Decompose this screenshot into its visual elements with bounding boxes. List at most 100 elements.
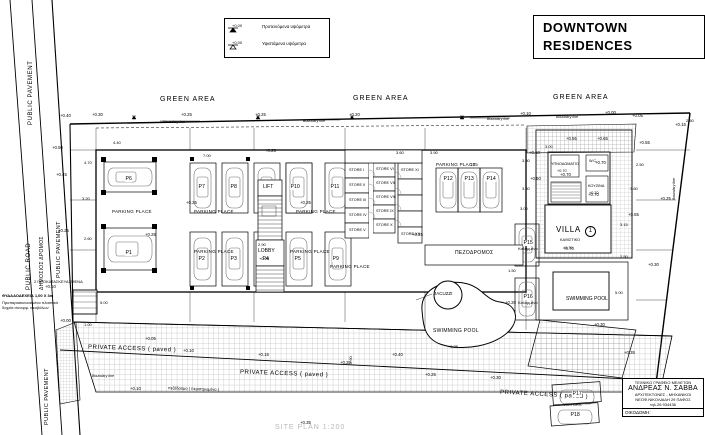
- elevation-inner-4: +0.25: [412, 232, 423, 237]
- elevation-bottom-5: +0.30: [490, 375, 501, 380]
- dimension-16: 1.75: [470, 162, 478, 167]
- elevation-bottom-3: +0.20: [340, 360, 351, 365]
- villa-room-2-elev: +0.70: [563, 246, 573, 250]
- elevation-right-4: +0.55: [628, 212, 639, 217]
- elevation-bottom-0: +0.05: [145, 336, 156, 341]
- elevation-right-5: +0.30: [648, 262, 659, 267]
- villa-pool: [535, 261, 629, 321]
- elevation-inner-10: +0.20: [505, 300, 516, 305]
- titleblock-line1: ΤΕΧΝΙΚΟ ΓΡΑΦΕΙΟ ΜΕΛΕΤΩΝ: [634, 380, 692, 385]
- elevation-top-1: +0.30: [92, 112, 103, 117]
- boundary-line-label-0: Boundary line: [163, 120, 185, 124]
- dimension-10: 3.15: [620, 222, 628, 227]
- titleblock-line3: ΑΡΧΙΤΕΚΤΟΝΕΣ - ΜΗΧΑΝΙΚΟΙ: [634, 392, 692, 397]
- store-label-6: STORE VII: [376, 181, 395, 185]
- column-marks: [101, 157, 250, 290]
- parking-stall-P4: P4: [262, 256, 270, 262]
- elevation-left-2: +0.25: [58, 228, 69, 233]
- parking-place-label-3: PARKING PLACE: [194, 249, 234, 254]
- lobby-label: LOBBY: [258, 248, 275, 254]
- parking-stall-P16: P16: [523, 294, 534, 300]
- sheet-note: SITE PLAN 1:200: [275, 424, 346, 431]
- page-title: DOWNTOWN RESIDENCES: [543, 20, 633, 53]
- green-area-label-1: GREEN AREA: [353, 95, 409, 102]
- legend-value-1: +0.00: [232, 40, 243, 45]
- visitors-label: VISITORS: [563, 402, 582, 407]
- legend-label-0: Προτεινόμενα υψόμετρα: [262, 24, 311, 29]
- titleblock-line2: ΑΝΔΡΕΑΣ Ν. ΣΑΒΒΑ: [628, 385, 698, 392]
- dimension-2: 7.00: [203, 153, 211, 158]
- elevation-bottom-6: +0.10: [130, 386, 141, 391]
- elevation-right-6: +0.35: [624, 350, 635, 355]
- parking-stall-P8: P8: [230, 184, 238, 190]
- elevation-inner-1: +0.25: [186, 200, 197, 205]
- store-label-8: STORE IX: [376, 209, 394, 213]
- elevation-left-3: +0.10: [45, 284, 56, 289]
- elevation-bottom-4: +0.25: [425, 372, 436, 377]
- dimension-1: 4.70: [84, 160, 92, 165]
- stair-treads: [256, 199, 284, 291]
- dimension-8: 3.60: [630, 186, 638, 191]
- dimension-18: 5.00: [100, 300, 108, 305]
- parking-place-label-6: PARKING PLACE: [436, 162, 476, 167]
- villa-room-3-name: W.C.: [589, 159, 598, 163]
- dimension-12: 1.00: [84, 322, 92, 327]
- parking-stall-P2: P2: [198, 256, 206, 262]
- store-doors: [368, 169, 402, 227]
- parking-place-label-5: PARKING PLACE: [330, 264, 370, 269]
- titleblock-line4: ΝΕΟΦ.ΝΙΚΟΛΑΙΔΗ 29 ΠΑΦΟΣ: [635, 397, 691, 402]
- store-label-11: STORE XII: [401, 232, 420, 236]
- elevation-inner-6: +0.70: [588, 192, 599, 197]
- dimension-20: 3.90: [430, 150, 438, 155]
- parking-place-label-4: PARKING PLACE: [290, 249, 330, 254]
- precast-note-2: 2 ΠΡΟΚΑΤΑΣΚΕΥΑΣΜΕΝΑ: [34, 279, 83, 284]
- legend-value-0: +0.00: [232, 23, 243, 28]
- villa-text: VILLA: [556, 225, 581, 234]
- dimension-6: 3.50: [522, 186, 530, 191]
- elevation-top-4: +0.20: [349, 112, 360, 117]
- elevation-inner-3: +0.25: [300, 200, 311, 205]
- elevation-right-9: +0.50: [529, 150, 540, 155]
- parking-stall-P1: P1: [125, 250, 133, 256]
- elevation-left-1: +0.45: [56, 172, 67, 177]
- parking-stall-P9: P9: [332, 256, 340, 262]
- dimension-21: 2.50: [686, 118, 694, 123]
- villa-number-badge: 1: [585, 226, 597, 237]
- stores-block: [344, 149, 423, 244]
- elevation-right-8: +0.65: [597, 136, 608, 141]
- elevation-top-0: +0.40: [60, 113, 71, 118]
- parking-place-label-0: PARKING PLACE: [112, 209, 152, 214]
- parking-stall-P11: P11: [330, 184, 340, 190]
- elevation-inner-0: +0.25: [145, 232, 156, 237]
- parking-stall-P14: P14: [486, 176, 497, 182]
- elevation-bottom-7: +0.40: [392, 352, 403, 357]
- villa-room-2-name: ΚΑΘΙΣΤΙΚΟ: [560, 238, 581, 242]
- elevation-bottom-8: +0.35: [300, 420, 311, 425]
- green-area-strip: [95, 124, 527, 129]
- core-lift-stairs-lobby: [255, 179, 285, 293]
- parking-stall-P6: P6: [125, 176, 133, 182]
- villa-room-0-elev: +0.70: [557, 169, 567, 173]
- parking-stall-P3: P3: [230, 256, 238, 262]
- elevation-top-5: +0.10: [520, 111, 531, 116]
- elevation-left-4: +0.00: [60, 318, 71, 323]
- legend-box: [224, 18, 330, 58]
- lobby-elev: +0.25: [259, 256, 270, 261]
- parking-place-label-1: PARKING PLACE: [194, 209, 234, 214]
- elevation-inner-9: +0.50: [530, 176, 541, 181]
- elevation-bottom-1: +0.10: [183, 348, 194, 353]
- elevation-left-0: +0.50: [52, 145, 63, 150]
- public-pavement-label-3: PUBLIC PAVEMENT: [44, 368, 50, 425]
- dimension-7: 3.00: [520, 206, 528, 211]
- elevation-inner-5: +0.70: [560, 172, 571, 177]
- titleblock-line5: τηλ.26 934436: [650, 402, 676, 407]
- green-area-label-2: GREEN AREA: [553, 94, 609, 101]
- store-label-5: STORE VI: [376, 167, 394, 171]
- bin-note-title: ΘΥΔΑΑΟΔΕΧΕΙΑ 1,00 X 3m: [2, 293, 54, 298]
- elevation-right-0: +0.05: [632, 113, 643, 118]
- dimension-3: 2.60: [84, 236, 92, 241]
- pool-elevation: +0.25: [448, 344, 459, 349]
- swimming-pool: [421, 280, 516, 348]
- elevation-top-3: +0.25: [255, 112, 266, 117]
- elevation-right-10: +0.30: [594, 322, 605, 327]
